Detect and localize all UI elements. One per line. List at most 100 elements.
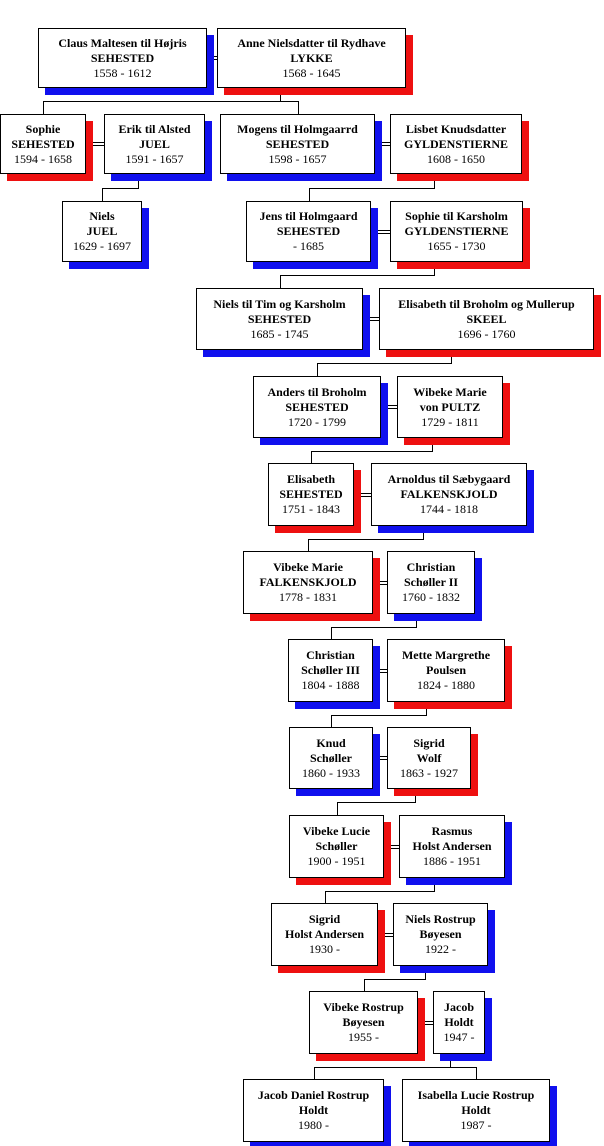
marriage-line — [373, 759, 387, 760]
marriage-line — [373, 756, 387, 757]
person-surname: Holst Andersen — [412, 839, 492, 853]
marriage-line — [354, 492, 371, 494]
descent-line — [450, 1054, 451, 1067]
marriage-line — [375, 145, 390, 146]
person-name: Sophie til Karsholm — [405, 209, 508, 223]
person-name: Knud — [316, 735, 346, 750]
person-surname: SEHESTED — [11, 136, 75, 151]
descent-line — [280, 275, 281, 288]
person-surname: Bøyesen — [342, 1015, 385, 1029]
person-surname: Holdt — [461, 1103, 491, 1117]
person-name: Vibeke Rostrup — [323, 1000, 404, 1014]
descent-line — [415, 789, 416, 802]
person-name: Rasmus — [431, 824, 473, 838]
descent-line — [298, 101, 299, 114]
marriage-line — [381, 408, 397, 409]
descent-line — [280, 88, 281, 101]
person-dates: 1751 - 1843 — [282, 502, 340, 516]
person-dates: 1987 - — [460, 1118, 492, 1132]
person-dates: 1594 - 1658 — [14, 151, 72, 166]
person-surname: Bøyesen — [419, 927, 462, 941]
descent-line — [337, 802, 416, 803]
person-surname: FALKENSKJOLD — [400, 487, 498, 501]
descent-line — [308, 539, 424, 540]
person-name: Lisbet Knudsdatter — [405, 121, 507, 136]
descent-line — [311, 451, 433, 452]
person-surname: Poulsen — [425, 663, 466, 677]
person-surname: Schøller II — [403, 575, 459, 589]
person-name: Wibeke Marie — [413, 384, 487, 399]
person-surname: Holdt — [298, 1103, 329, 1117]
marriage-line — [373, 671, 387, 673]
marriage-line — [378, 932, 393, 934]
person-dates: 1860 - 1933 — [302, 765, 360, 780]
person-dates: 1922 - — [425, 942, 456, 956]
descent-line — [337, 802, 338, 815]
descent-line — [432, 438, 433, 451]
person-name: Arnoldus til Sæbygaard — [387, 472, 511, 486]
person-name: Sigrid — [413, 735, 445, 750]
descent-line — [364, 979, 365, 991]
marriage-line — [373, 668, 387, 670]
descent-line — [331, 627, 332, 639]
marriage-line — [375, 142, 390, 143]
marriage-line — [378, 935, 393, 937]
person-name: Jacob — [444, 1000, 474, 1014]
person-dates: 1900 - 1951 — [307, 854, 366, 868]
person-surname: Holst Andersen — [284, 927, 364, 941]
descent-line — [308, 539, 309, 551]
marriage-line — [418, 1023, 433, 1025]
person-dates: 1558 - 1612 — [93, 65, 152, 80]
marriage-line — [384, 847, 399, 849]
person-name: Mette Margrethe — [401, 648, 491, 662]
descent-line — [476, 1067, 477, 1079]
person-name: Niels Rostrup — [405, 912, 476, 926]
person-name: Christian — [406, 560, 456, 574]
person-dates: 1591 - 1657 — [125, 151, 184, 166]
person-dates: 1980 - — [298, 1118, 329, 1132]
marriage-line — [86, 145, 104, 146]
descent-line — [364, 979, 426, 980]
person-name: Elisabeth — [286, 472, 335, 486]
person-dates: 1655 - 1730 — [427, 239, 486, 253]
person-name: Erik til Alsted — [118, 121, 191, 136]
person-name: Claus Maltesen til Højris — [58, 35, 187, 50]
descent-line — [451, 350, 452, 363]
person-name: Mogens til Holmgaarrd — [237, 121, 358, 136]
descent-line — [425, 966, 426, 979]
descent-line — [102, 188, 139, 189]
person-name: Sophie — [25, 121, 61, 136]
marriage-line — [207, 56, 217, 57]
marriage-line — [418, 1020, 433, 1022]
marriage-line — [373, 583, 387, 585]
person-surname: Schøller — [315, 839, 358, 853]
descent-line — [280, 275, 435, 276]
person-dates: 1863 - 1927 — [400, 765, 458, 780]
person-surname: SEHESTED — [265, 136, 330, 151]
marriage-line — [371, 229, 390, 231]
person-dates: 1608 - 1650 — [427, 151, 485, 166]
person-surname: JUEL — [86, 224, 118, 238]
person-dates: 1629 - 1697 — [73, 239, 131, 253]
person-dates: 1760 - 1832 — [402, 590, 460, 604]
person-surname: Wolf — [416, 750, 442, 765]
descent-line — [317, 363, 452, 364]
person-name: Sigrid — [308, 912, 341, 926]
person-name: Vibeke Lucie — [302, 824, 371, 838]
marriage-line — [363, 317, 379, 318]
person-dates: 1685 - 1745 — [250, 326, 309, 341]
